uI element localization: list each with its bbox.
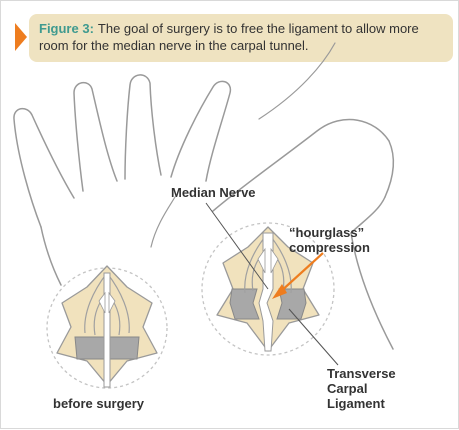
ligament-label-line-1: Transverse — [327, 366, 396, 381]
median-nerve-leader — [205, 202, 269, 290]
leader-lines — [205, 202, 339, 366]
after-ligament-right — [276, 288, 307, 320]
before-surgery-label: before surgery — [53, 396, 145, 411]
before-median-nerve — [103, 272, 111, 388]
hand-outline — [13, 42, 395, 350]
median-nerve-label: Median Nerve — [171, 185, 256, 200]
ligament-label-line-3: Ligament — [327, 396, 385, 411]
before-surgery-diagram — [46, 265, 168, 389]
after-median-nerve — [258, 232, 274, 352]
after-ligament-left — [229, 288, 260, 320]
compression-label: compression — [289, 240, 370, 255]
caption-body: The goal of surgery is to free the ligam… — [39, 21, 419, 53]
hourglass-label: “hourglass” — [289, 225, 365, 240]
before-tendons — [84, 272, 130, 336]
caption-box — [29, 14, 453, 62]
ligament-leader — [288, 308, 339, 366]
caption-arrow-icon — [15, 23, 27, 51]
figure-caption: Figure 3:The goal of surgery is to free … — [39, 20, 449, 54]
compression-arrow-icon — [272, 252, 324, 299]
ligament-label-line-2: Carpal — [327, 381, 368, 396]
caption-label: Figure 3: — [39, 21, 94, 36]
